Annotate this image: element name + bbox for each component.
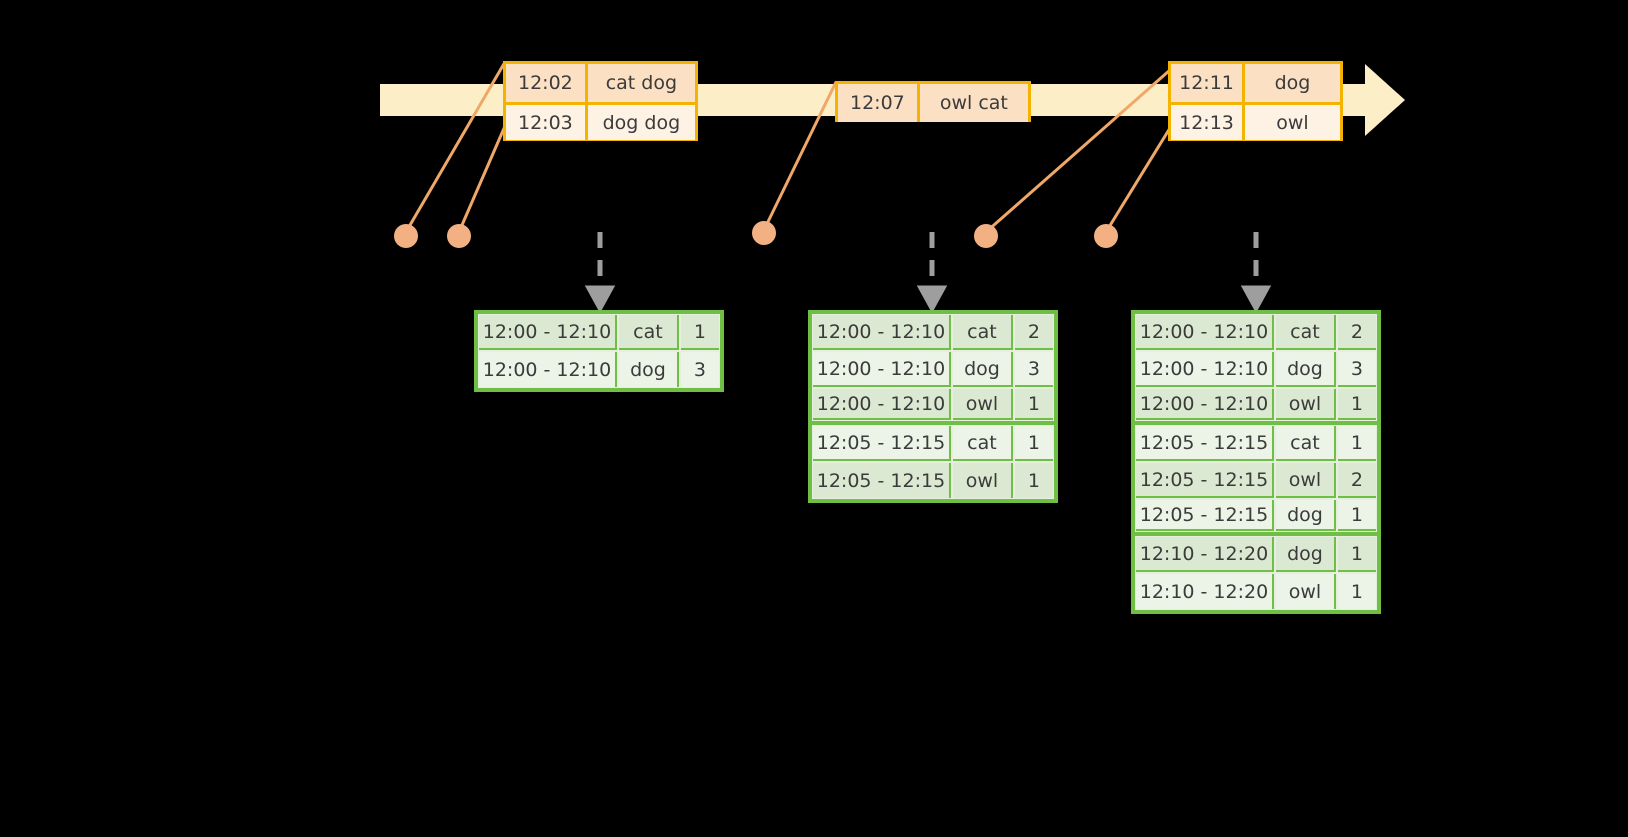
cell-window: 12:10 - 12:20 — [1136, 574, 1274, 609]
cell-count: 3 — [1337, 352, 1376, 387]
dashed-arrow-3 — [1240, 232, 1272, 314]
dashed-arrow-2 — [916, 232, 948, 314]
cell-count: 1 — [1014, 389, 1053, 420]
cell-word: cat — [1275, 426, 1336, 461]
event-words: dog dog — [602, 111, 681, 134]
event-time: 12:07 — [838, 84, 920, 122]
cell-word: owl — [1275, 389, 1336, 420]
event-dot — [447, 224, 471, 248]
cell-count: 1 — [1014, 463, 1053, 498]
dashed-arrow-1 — [584, 232, 616, 314]
event-group-2[interactable]: 12:07 owl cat — [835, 81, 1031, 122]
cell-word: cat — [1275, 315, 1336, 350]
cell-window: 12:05 - 12:15 — [1136, 463, 1274, 498]
cell-window: 12:05 - 12:15 — [813, 463, 951, 498]
cell-word: cat — [618, 315, 679, 350]
event-dots — [394, 221, 1118, 248]
dashed-arrows — [584, 232, 1272, 314]
cell-window: 12:00 - 12:10 — [1136, 389, 1274, 420]
cell-word: cat — [952, 426, 1013, 461]
cell-word: owl — [952, 389, 1013, 420]
cell-window: 12:00 - 12:10 — [1136, 352, 1274, 387]
cell-word: dog — [1275, 352, 1336, 387]
cell-window: 12:10 - 12:20 — [1136, 537, 1274, 572]
cell-count: 1 — [1337, 500, 1376, 531]
cell-count: 2 — [1337, 463, 1376, 498]
cell-count: 2 — [1337, 315, 1376, 350]
cell-window: 12:00 - 12:10 — [813, 315, 951, 350]
cell-window: 12:05 - 12:15 — [1136, 426, 1274, 461]
event-words: owl — [1276, 111, 1309, 134]
event-group-3[interactable]: 12:11 dog 12:13 owl — [1168, 61, 1343, 141]
event-dot — [394, 224, 418, 248]
cell-word: dog — [1275, 537, 1336, 572]
event-dot — [1094, 224, 1118, 248]
event-time: 12:03 — [506, 105, 588, 140]
event-words: cat dog — [605, 72, 678, 94]
event-row[interactable]: 12:03 dog dog — [506, 102, 695, 140]
cell-window: 12:00 - 12:10 — [1136, 315, 1274, 350]
event-dot — [752, 221, 776, 245]
cell-window: 12:00 - 12:10 — [813, 389, 951, 420]
cell-count: 1 — [1337, 537, 1376, 572]
cell-count: 1 — [1337, 574, 1376, 609]
event-time: 12:02 — [506, 64, 588, 102]
event-row[interactable]: 12:13 owl — [1171, 102, 1340, 140]
event-words: owl cat — [939, 92, 1008, 114]
cell-word: dog — [952, 352, 1013, 387]
event-row[interactable]: 12:07 owl cat — [838, 84, 1028, 122]
event-time: 12:11 — [1171, 64, 1245, 102]
cell-count: 1 — [1337, 389, 1376, 420]
event-group-1[interactable]: 12:02 cat dog 12:03 dog dog — [503, 61, 698, 141]
cell-window: 12:00 - 12:10 — [813, 352, 951, 387]
cell-word: owl — [1275, 574, 1336, 609]
cell-window: 12:00 - 12:10 — [479, 352, 617, 387]
event-row[interactable]: 12:02 cat dog — [506, 64, 695, 102]
event-words: dog — [1274, 72, 1311, 94]
cell-count: 1 — [1014, 426, 1053, 461]
cell-window: 12:05 - 12:15 — [813, 426, 951, 461]
cell-window: 12:05 - 12:15 — [1136, 500, 1274, 531]
event-row[interactable]: 12:11 dog — [1171, 64, 1340, 102]
event-dot — [974, 224, 998, 248]
cell-word: cat — [952, 315, 1013, 350]
cell-count: 1 — [1337, 426, 1376, 461]
cell-count: 2 — [1014, 315, 1053, 350]
event-time: 12:13 — [1171, 105, 1245, 140]
cell-count: 3 — [1014, 352, 1053, 387]
cell-word: dog — [618, 352, 679, 387]
cell-word: owl — [952, 463, 1013, 498]
cell-word: dog — [1275, 500, 1336, 531]
cell-count: 1 — [680, 315, 719, 350]
cell-word: owl — [1275, 463, 1336, 498]
cell-window: 12:00 - 12:10 — [479, 315, 617, 350]
cell-count: 3 — [680, 352, 719, 387]
